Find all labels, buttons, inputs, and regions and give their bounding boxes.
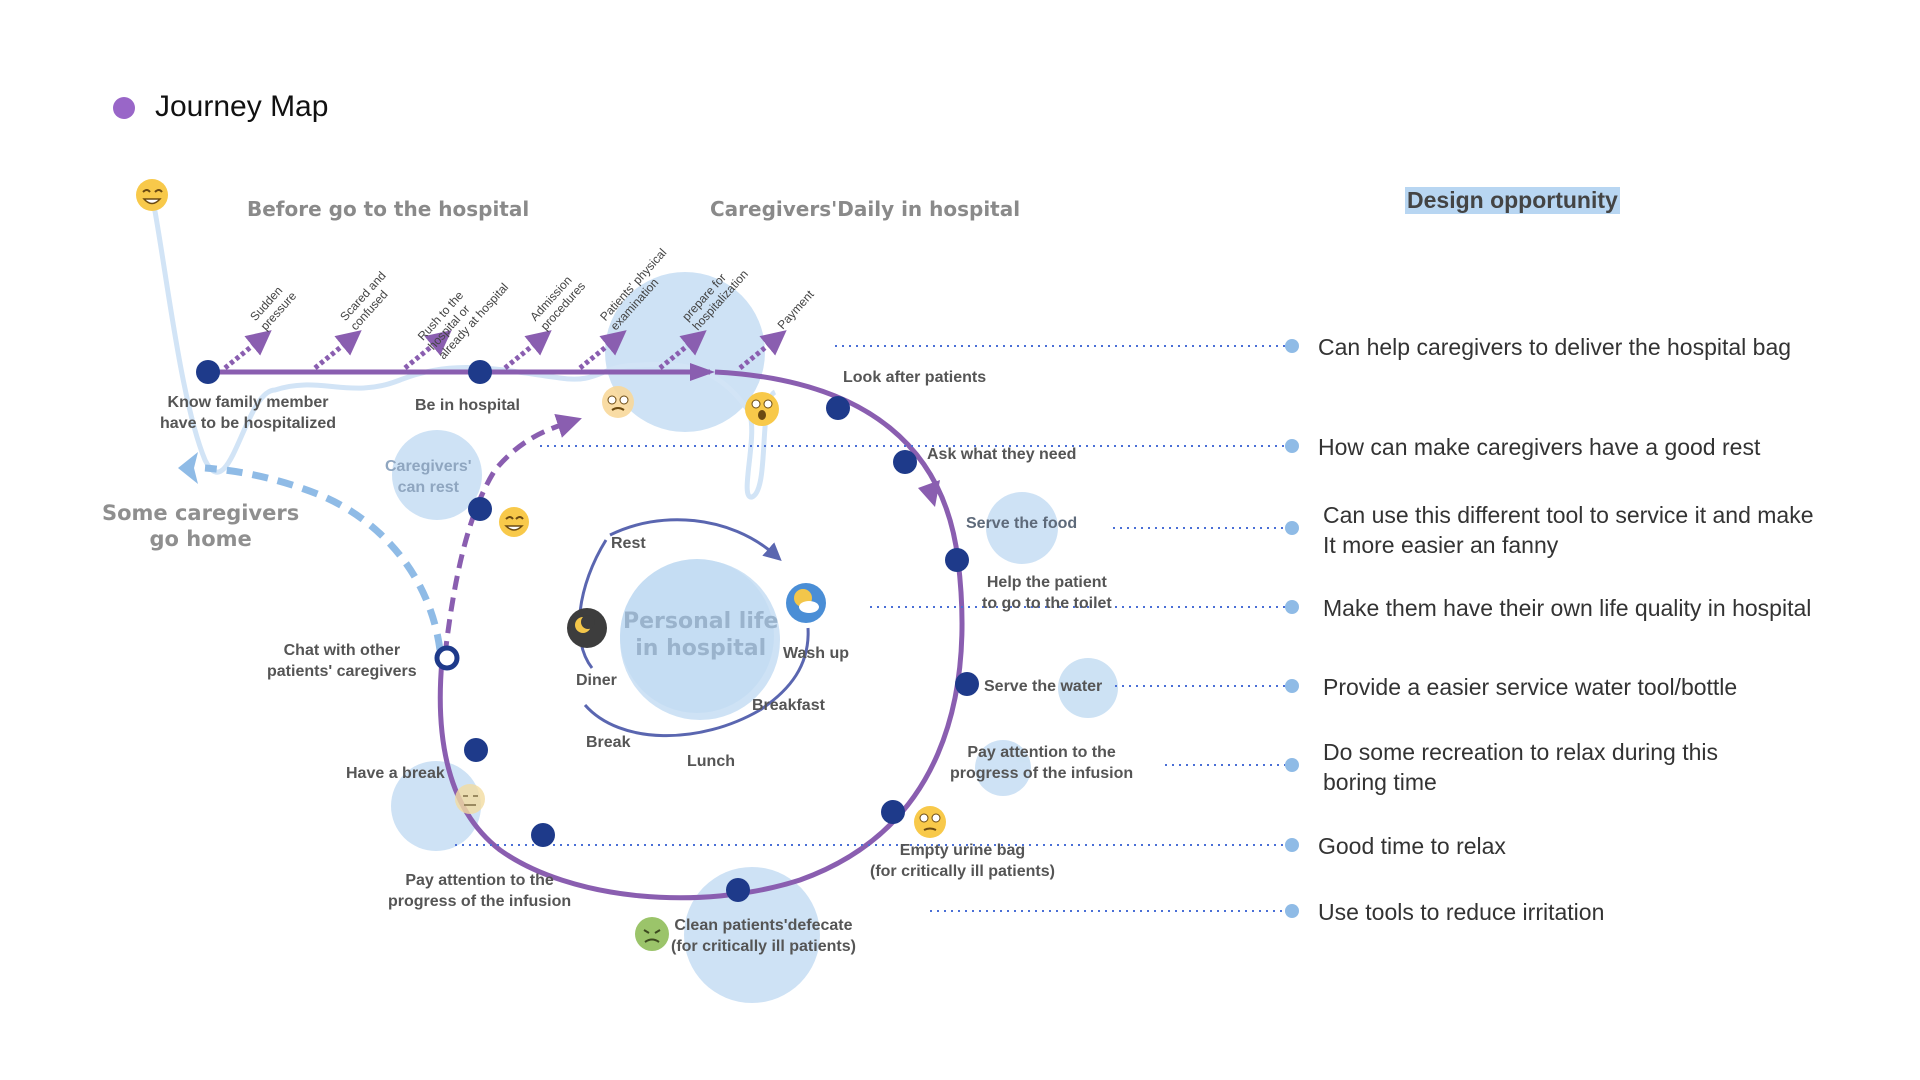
- opp-dot-6: [1285, 758, 1299, 772]
- node-look-after: [826, 396, 850, 420]
- label-ask-need: Ask what they need: [927, 446, 1077, 463]
- bubble-defecate: [684, 867, 820, 1003]
- opportunity-2: How can make caregivers have a good rest: [1318, 434, 1761, 460]
- design-opportunity-heading: Design opportunity: [1405, 187, 1620, 214]
- emotion-smile-icon: [499, 507, 529, 537]
- cycle-lunch: Lunch: [687, 753, 735, 770]
- pre-arrow-7: [738, 330, 787, 370]
- cycle-diner: Diner: [576, 672, 617, 689]
- node-toilet: [945, 548, 969, 572]
- main-arrow-1: [690, 363, 715, 381]
- label-clean-defecate: Clean patients'defecate(for critically i…: [671, 917, 856, 955]
- node-can-rest: [468, 497, 492, 521]
- label-empty-urine: Empty urine bag(for critically ill patie…: [870, 842, 1055, 880]
- opportunity-connectors: [455, 345, 1285, 912]
- rest-path: [442, 413, 582, 656]
- inner-cycle-top: [609, 518, 782, 561]
- emotion-sick-icon: [635, 917, 669, 951]
- label-serve-water: Serve the water: [984, 678, 1103, 695]
- opportunity-1: Can help caregivers to deliver the hospi…: [1318, 334, 1792, 360]
- node-be-in: [468, 360, 492, 384]
- opp-dot-7: [1285, 838, 1299, 852]
- cycle-break: Break: [586, 734, 631, 751]
- opportunity-4: Make them have their own life quality in…: [1323, 595, 1812, 621]
- emotion-bored-icon: [455, 784, 485, 814]
- node-break: [464, 738, 488, 762]
- phase-daily-heading: Caregivers'Daily in hospital: [710, 197, 1021, 221]
- inner-cycle-bottom: [583, 704, 761, 738]
- emotion-dizzy-icon: [914, 806, 946, 838]
- inner-cycle-right: [759, 627, 810, 712]
- bubble-food: [986, 492, 1058, 564]
- opp-dot-2: [1285, 439, 1299, 453]
- opp-dot-4: [1285, 600, 1299, 614]
- bubble-infusion-right: [975, 740, 1031, 796]
- emotion-happy-icon: [136, 179, 168, 211]
- go-home-path: [204, 464, 444, 651]
- emotion-shocked-icon: [745, 392, 779, 426]
- center-bubble: [620, 559, 774, 713]
- bubble-can-rest: [392, 430, 482, 520]
- daily-cycle-ring: [437, 369, 965, 901]
- cycle-breakfast: Breakfast: [752, 697, 825, 714]
- sun-icon: [786, 583, 826, 623]
- label-be-in-hospital: Be in hospital: [415, 397, 520, 414]
- node-infusion-bottom: [531, 823, 555, 847]
- phase-before-heading: Before go to the hospital: [247, 197, 530, 221]
- opportunity-8: Use tools to reduce irritation: [1318, 899, 1605, 925]
- label-look-after: Look after patients: [843, 369, 987, 386]
- node-defecate: [726, 878, 750, 902]
- emotion-tired-icon: [602, 386, 634, 418]
- cycle-wash-up: Wash up: [783, 645, 850, 662]
- pre-arrow-4: [503, 330, 552, 370]
- opportunity-3: Can use this different tool to service i…: [1323, 502, 1814, 558]
- bubble-have-break: [391, 761, 481, 851]
- opportunity-7: Good time to relax: [1318, 833, 1506, 859]
- opportunity-dots: [1285, 339, 1299, 918]
- pre-step-arrows: [223, 330, 787, 370]
- opp-dot-8: [1285, 904, 1299, 918]
- pre-arrow-3: [403, 330, 452, 370]
- inner-cycle-left: [577, 539, 608, 669]
- pre-arrow-5: [578, 330, 627, 370]
- pre-arrow-1: [223, 330, 272, 370]
- node-water: [955, 672, 979, 696]
- header-dot: [113, 97, 135, 119]
- node-know: [196, 360, 220, 384]
- node-chat: [434, 645, 460, 671]
- moon-icon: [567, 608, 607, 648]
- opp-dot-1: [1285, 339, 1299, 353]
- cycle-arrow: [918, 480, 940, 507]
- emotion-curve: [149, 194, 777, 500]
- page-title: Journey Map: [155, 90, 329, 123]
- go-home-arrowhead: [178, 452, 198, 484]
- bubble-water: [1058, 658, 1118, 718]
- label-can-rest: Caregivers'can rest: [385, 458, 472, 496]
- node-ask: [893, 450, 917, 474]
- label-serve-food: Serve the food: [966, 515, 1078, 532]
- cycle-rest: Rest: [611, 535, 646, 552]
- pre-arrow-2: [313, 330, 362, 370]
- pre-arrow-6: [658, 330, 707, 370]
- journey-nodes: [196, 360, 979, 902]
- opp-dot-5: [1285, 679, 1299, 693]
- opp-dot-3: [1285, 521, 1299, 535]
- label-have-break: Have a break: [346, 765, 445, 782]
- opportunity-5: Provide a easier service water tool/bott…: [1323, 674, 1738, 700]
- node-urine: [881, 800, 905, 824]
